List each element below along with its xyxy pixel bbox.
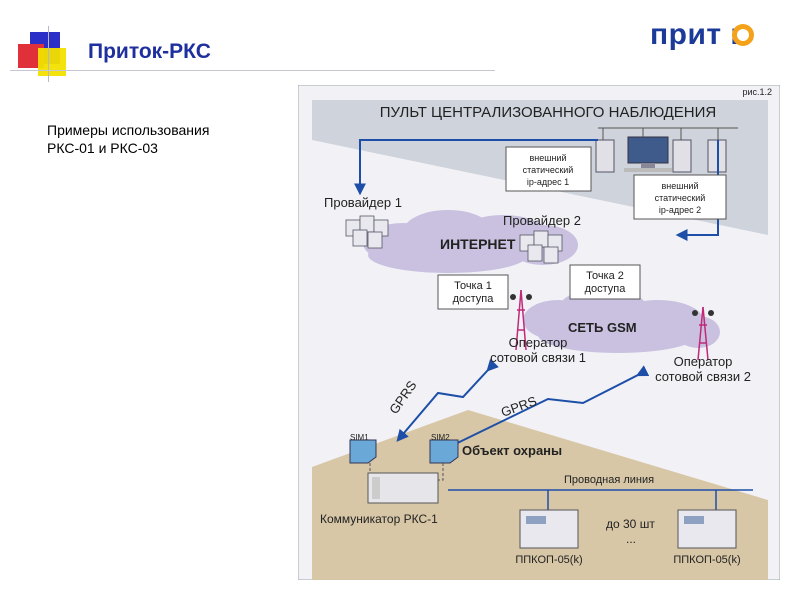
ip1-line2: статический — [523, 165, 574, 175]
operator2-line1: Оператор — [674, 354, 733, 369]
sim2-card-icon — [429, 439, 459, 464]
ip2-line1: внешний — [661, 181, 698, 191]
gsm-label: СЕТЬ GSM — [568, 320, 637, 335]
slide-subtitle: Примеры использования РКС-01 и РКС-03 — [47, 122, 210, 156]
logo-ring-inner — [737, 29, 749, 41]
title-underline — [10, 70, 495, 71]
communicator-label: Коммуникатор РКС-1 — [320, 512, 438, 526]
connector-center-provider2 — [675, 140, 719, 241]
provider1-label: Провайдер 1 — [324, 195, 402, 210]
panel1-label: ППКОП-05(k) — [515, 554, 582, 566]
cell-tower-1-icon — [510, 289, 532, 351]
logo-text: прит к — [650, 18, 746, 51]
cell-tower-2-icon — [692, 306, 714, 361]
provider2-server-icon — [519, 230, 563, 264]
protected-object-area — [312, 410, 768, 580]
gprs-link-2 — [440, 365, 650, 452]
center-header: ПУЛЬТ ЦЕНТРАЛИЗОВАННОГО НАБЛЮДЕНИЯ — [380, 104, 717, 121]
ap2-line2: доступа — [585, 283, 627, 295]
ap1-box — [437, 274, 509, 310]
panel2-keypad-icon — [677, 509, 737, 549]
ip1-box — [505, 146, 592, 192]
communicator-device-icon — [367, 472, 439, 504]
slide-title: Приток-РКС — [88, 40, 211, 63]
ap1-line2: доступа — [453, 293, 495, 305]
sim1-card-icon — [349, 439, 377, 464]
monitor-icon — [624, 136, 672, 172]
wired-label: Проводная линия — [564, 474, 654, 486]
ip2-line2: статический — [655, 193, 706, 203]
connector-center-provider1 — [354, 139, 598, 196]
operator1-line2: сотовой связи 1 — [490, 350, 586, 365]
ip1-line1: внешний — [529, 153, 566, 163]
panel2-label: ППКОП-05(k) — [673, 554, 740, 566]
brand-logo: прит к — [650, 18, 746, 52]
operator2-line2: сотовой связи 2 — [655, 369, 751, 384]
panel1-keypad-icon — [519, 509, 579, 549]
object-label: Объект охраны — [462, 443, 562, 458]
sim2-label: SIM2 — [431, 433, 450, 442]
count-ellipsis: ... — [626, 532, 636, 546]
provider2-label: Провайдер 2 — [503, 213, 581, 228]
sim1-label: SIM1 — [350, 433, 369, 442]
decor-vertical-line — [48, 26, 49, 82]
decor-square-yellow — [38, 48, 66, 76]
ip1-line3: ip-адрес 1 — [527, 177, 569, 187]
ip2-box — [633, 174, 727, 220]
internet-label: ИНТЕРНЕТ — [440, 236, 516, 252]
operator1-line1: Оператор — [509, 335, 568, 350]
network-diagram: рис.1.2 ПУЛЬТ ЦЕНТРАЛИЗОВАННОГО НАБЛЮДЕН… — [298, 85, 780, 580]
gsm-cloud — [523, 288, 720, 353]
provider1-server-icon — [345, 215, 389, 249]
fig-label: рис.1.2 — [742, 87, 772, 97]
ip2-line3: ip-адрес 2 — [659, 205, 701, 215]
ap2-line1: Точка 2 — [586, 270, 624, 282]
ap1-line1: Точка 1 — [454, 280, 492, 292]
ap2-box — [569, 264, 641, 300]
count-label: до 30 шт — [606, 517, 655, 531]
